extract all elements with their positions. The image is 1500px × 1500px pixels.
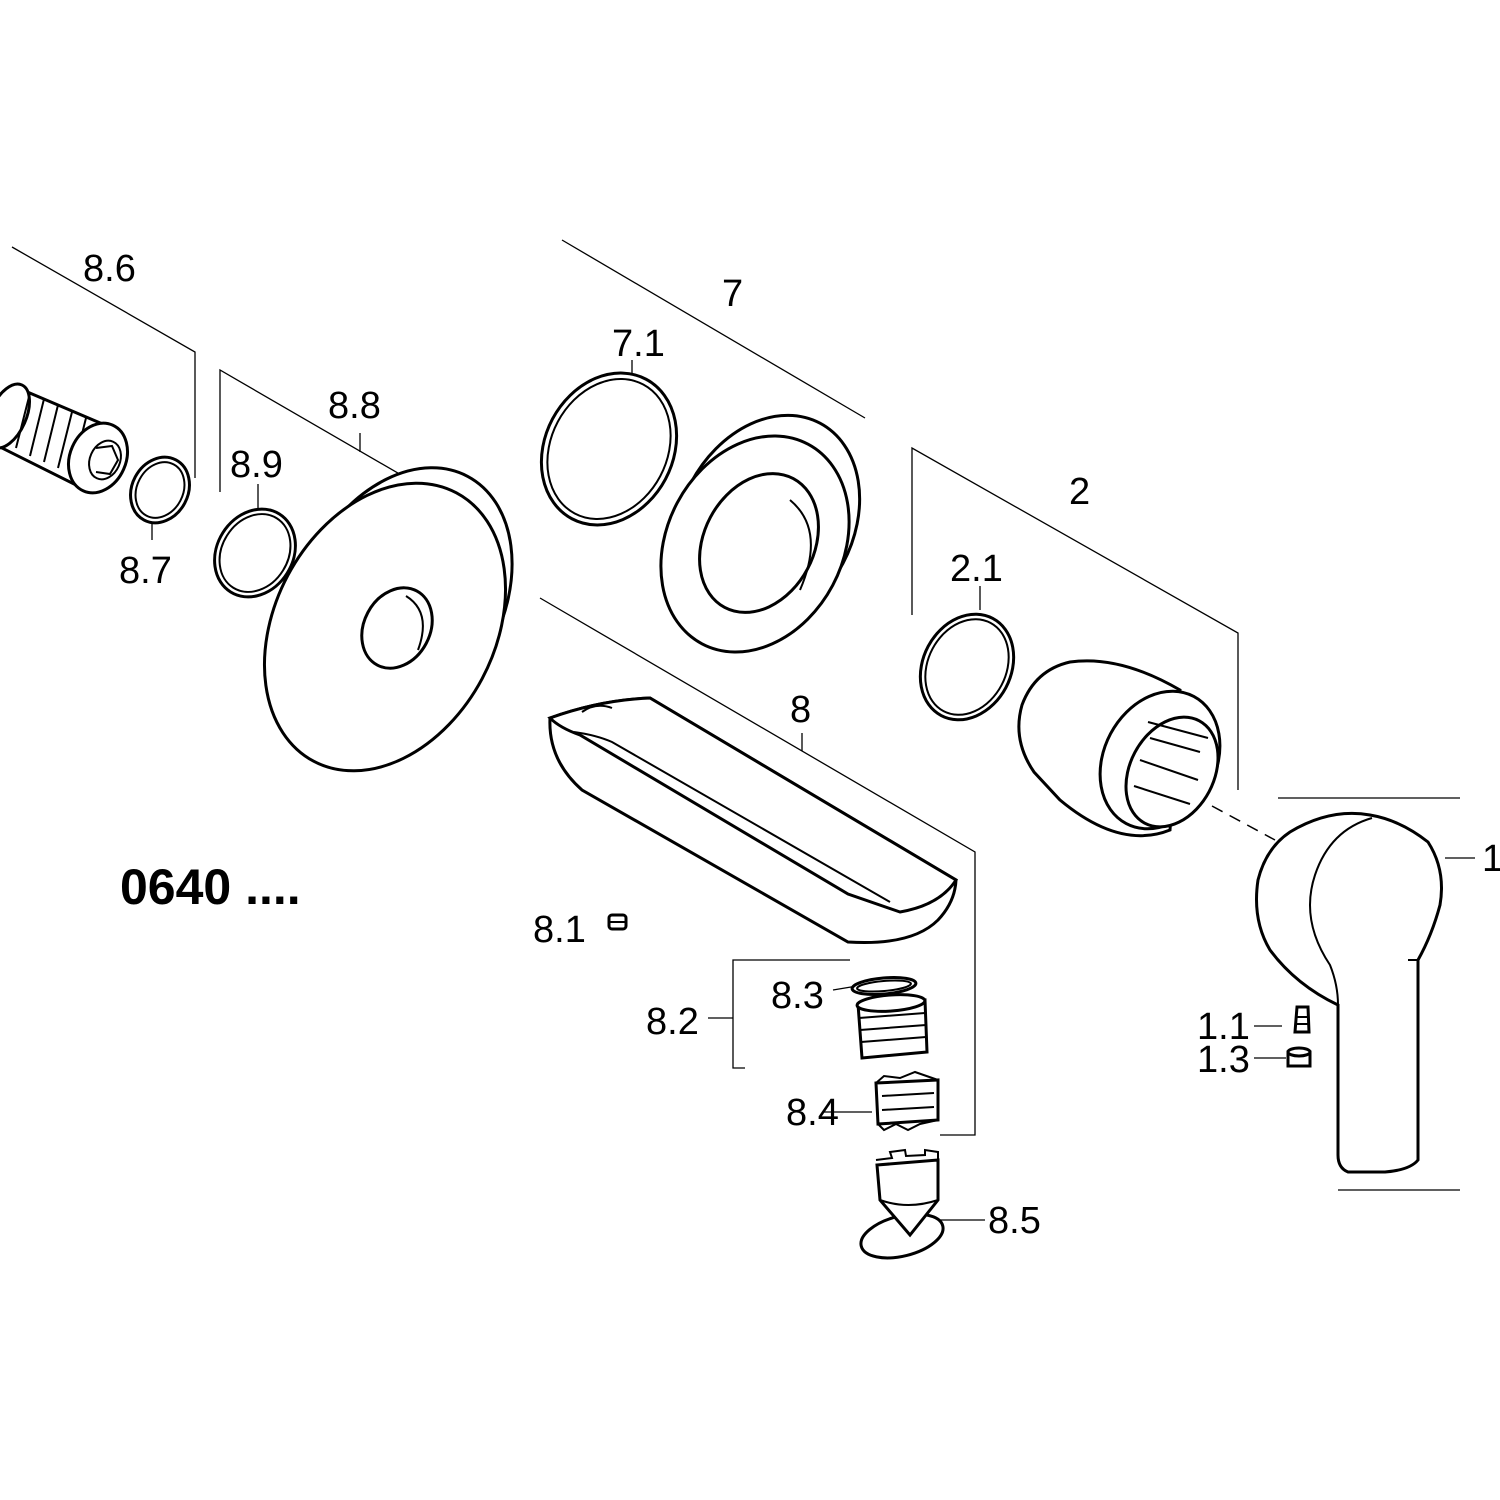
part-2-1-o-ring bbox=[918, 612, 1016, 722]
label-8-2: 8.2 bbox=[646, 1001, 699, 1043]
bracket-1 bbox=[1278, 797, 1475, 1191]
label-1: 1 bbox=[1482, 838, 1500, 880]
part-8-5-aerator-key bbox=[859, 1148, 945, 1260]
bracket-7 bbox=[561, 239, 866, 419]
label-8-8: 8.8 bbox=[328, 385, 381, 427]
label-7-1: 7.1 bbox=[612, 323, 665, 365]
label-8-7: 8.7 bbox=[119, 550, 172, 592]
part-1-lever-handle bbox=[1255, 811, 1443, 1174]
model-number: 0640 .... bbox=[120, 859, 301, 915]
part-8-7-o-ring bbox=[129, 455, 191, 525]
part-1-3-cap-plug bbox=[1286, 1046, 1312, 1068]
part-8-6-threaded-sleeve bbox=[0, 382, 129, 495]
part-8-3-aerator-seal bbox=[850, 976, 918, 996]
part-7-rosette-ring bbox=[659, 413, 862, 654]
label-8-9: 8.9 bbox=[230, 444, 283, 486]
part-8-spout bbox=[547, 696, 959, 944]
part-1-1-grub-screw bbox=[1293, 1005, 1311, 1034]
label-2: 2 bbox=[1069, 471, 1090, 513]
label-8: 8 bbox=[790, 689, 811, 731]
label-1-1: 1.1 bbox=[1197, 1006, 1250, 1048]
axis-centerline bbox=[1211, 805, 1276, 841]
label-8-5: 8.5 bbox=[988, 1200, 1041, 1242]
part-8-8-escutcheon-plate bbox=[262, 466, 514, 773]
label-8-3: 8.3 bbox=[771, 975, 824, 1017]
bracket-8-2 bbox=[708, 959, 850, 1069]
label-1-3: 1.3 bbox=[1197, 1039, 1250, 1081]
bracket-8-6 bbox=[11, 246, 196, 478]
part-2-sleeve bbox=[1017, 659, 1222, 838]
bracket-2 bbox=[911, 446, 1239, 790]
label-7: 7 bbox=[722, 273, 743, 315]
label-8-6: 8.6 bbox=[83, 248, 136, 290]
part-8-4-aerator-insert bbox=[874, 1070, 940, 1132]
part-7-1-o-ring bbox=[539, 371, 679, 527]
label-8-4: 8.4 bbox=[786, 1092, 839, 1134]
part-8-9-o-ring bbox=[213, 507, 297, 599]
part-8-1-set-screw bbox=[607, 913, 628, 931]
bracket-8 bbox=[539, 597, 976, 1136]
label-2-1: 2.1 bbox=[950, 548, 1003, 590]
part-8-2-aerator-housing bbox=[855, 993, 929, 1060]
label-8-1: 8.1 bbox=[533, 909, 586, 951]
